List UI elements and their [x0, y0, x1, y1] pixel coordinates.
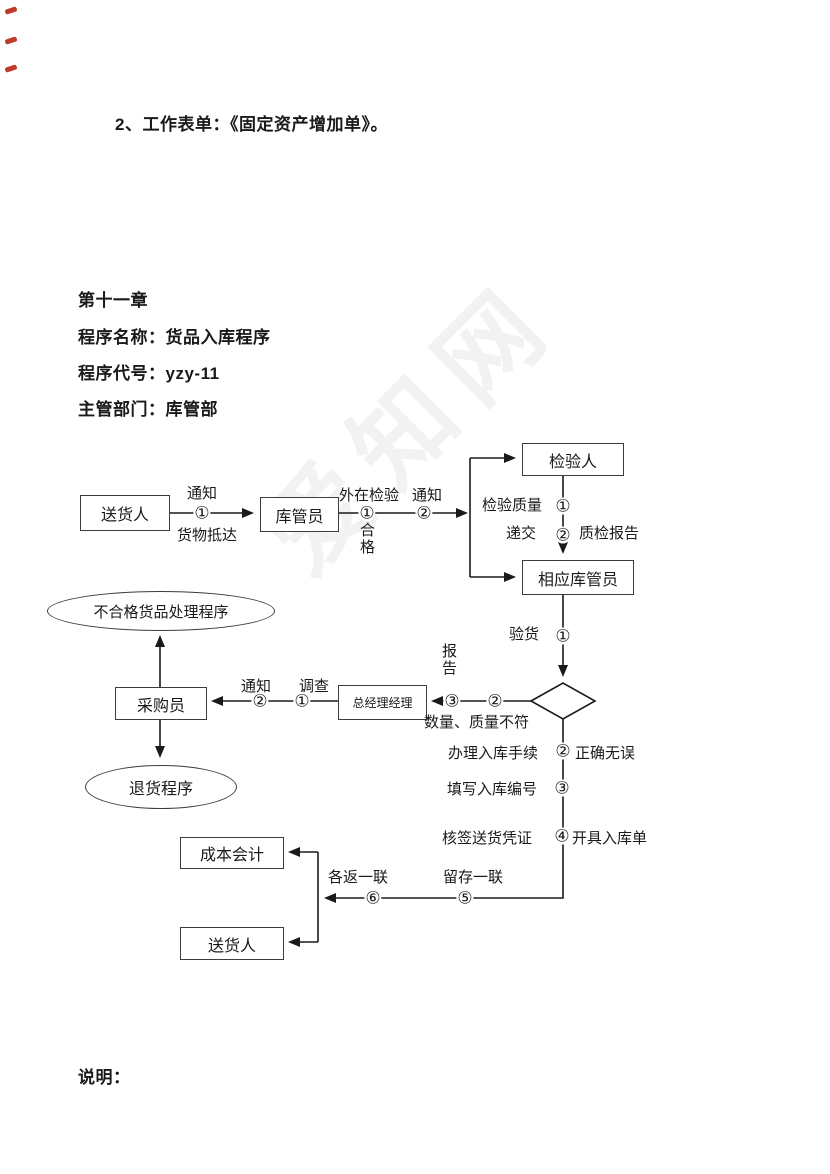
edge-label-submit: 递交: [506, 525, 537, 542]
step-circle-4: ④: [553, 826, 571, 846]
edge-label-sign-voucher: 核签送货凭证: [442, 830, 533, 847]
edge-label-keep-copy: 留存一联: [443, 869, 504, 886]
step-circle-1: ①: [358, 503, 376, 523]
procedure-name-line: 程序名称：货品入库程序: [78, 328, 271, 347]
step-circle-3: ③: [443, 691, 461, 711]
procedure-code-line: 程序代号：yzy-11: [78, 364, 220, 383]
notes-label: 说明：: [78, 1068, 131, 1087]
step-circle-2: ②: [486, 691, 504, 711]
red-mark: [4, 36, 18, 45]
edge-label-notify-1: 通知: [187, 485, 218, 502]
department-line: 主管部门：库管部: [78, 400, 218, 419]
step-circle-1: ①: [554, 496, 572, 516]
step-circle-1: ①: [193, 503, 211, 523]
red-mark: [4, 64, 18, 73]
watermark-text: 爱知网: [244, 259, 579, 594]
step-circle-2: ②: [415, 503, 433, 523]
edge-label-investigate: 调查: [299, 678, 330, 695]
flow-box-delivery-top: 送货人: [80, 495, 170, 531]
edge-label-report: 报告: [440, 643, 457, 677]
edge-label-inspect-goods: 验货: [509, 626, 540, 643]
flow-ellipse-return-procedure: 退货程序: [85, 765, 237, 809]
edge-label-external-check: 外在检验: [339, 487, 400, 504]
edge-label-qualified: 合格: [358, 522, 375, 556]
chapter-title: 第十一章: [78, 291, 148, 310]
edge-label-notify-2: 通知: [412, 487, 443, 504]
edge-label-correct: 正确无误: [575, 745, 636, 762]
flow-box-gm: 总经理经理: [338, 685, 427, 720]
flow-box-inspector: 检验人: [522, 443, 624, 476]
step-circle-1: ①: [293, 691, 311, 711]
edge-label-issue-slip: 开具入库单: [572, 830, 648, 847]
edge-label-notify-3: 通知: [241, 678, 272, 695]
edge-label-mismatch: 数量、质量不符: [424, 714, 530, 731]
step-circle-6: ⑥: [364, 888, 382, 908]
watermark-text-bottom: 爱知网: [336, 1151, 693, 1174]
flow-box-delivery-bottom: 送货人: [180, 927, 284, 960]
edge-label-qc-report: 质检报告: [579, 525, 640, 542]
edge-label-fill-number: 填写入库编号: [447, 781, 538, 798]
step-circle-3: ③: [553, 778, 571, 798]
step-circle-5: ⑤: [456, 888, 474, 908]
edge-label-return-copy: 各返一联: [328, 869, 389, 886]
flow-box-cost-accountant: 成本会计: [180, 837, 284, 869]
step-circle-2: ②: [554, 741, 572, 761]
page-heading: 2、工作表单：《固定资产增加单》。: [115, 115, 388, 134]
edge-label-check-quality: 检验质量: [482, 497, 543, 514]
red-mark: [4, 6, 18, 15]
step-circle-1: ①: [554, 626, 572, 646]
edge-label-handle-warehousing: 办理入库手续: [448, 745, 539, 762]
decision-diamond: [529, 682, 597, 720]
edge-label-goods-arrive: 货物抵达: [177, 527, 238, 544]
step-circle-2: ②: [554, 525, 572, 545]
step-circle-2: ②: [251, 691, 269, 711]
flow-box-resp-keeper: 相应库管员: [522, 560, 634, 595]
flow-box-keeper: 库管员: [260, 497, 339, 532]
flow-box-purchaser: 采购员: [115, 687, 207, 720]
flow-ellipse-reject-procedure: 不合格货品处理程序: [47, 591, 275, 631]
